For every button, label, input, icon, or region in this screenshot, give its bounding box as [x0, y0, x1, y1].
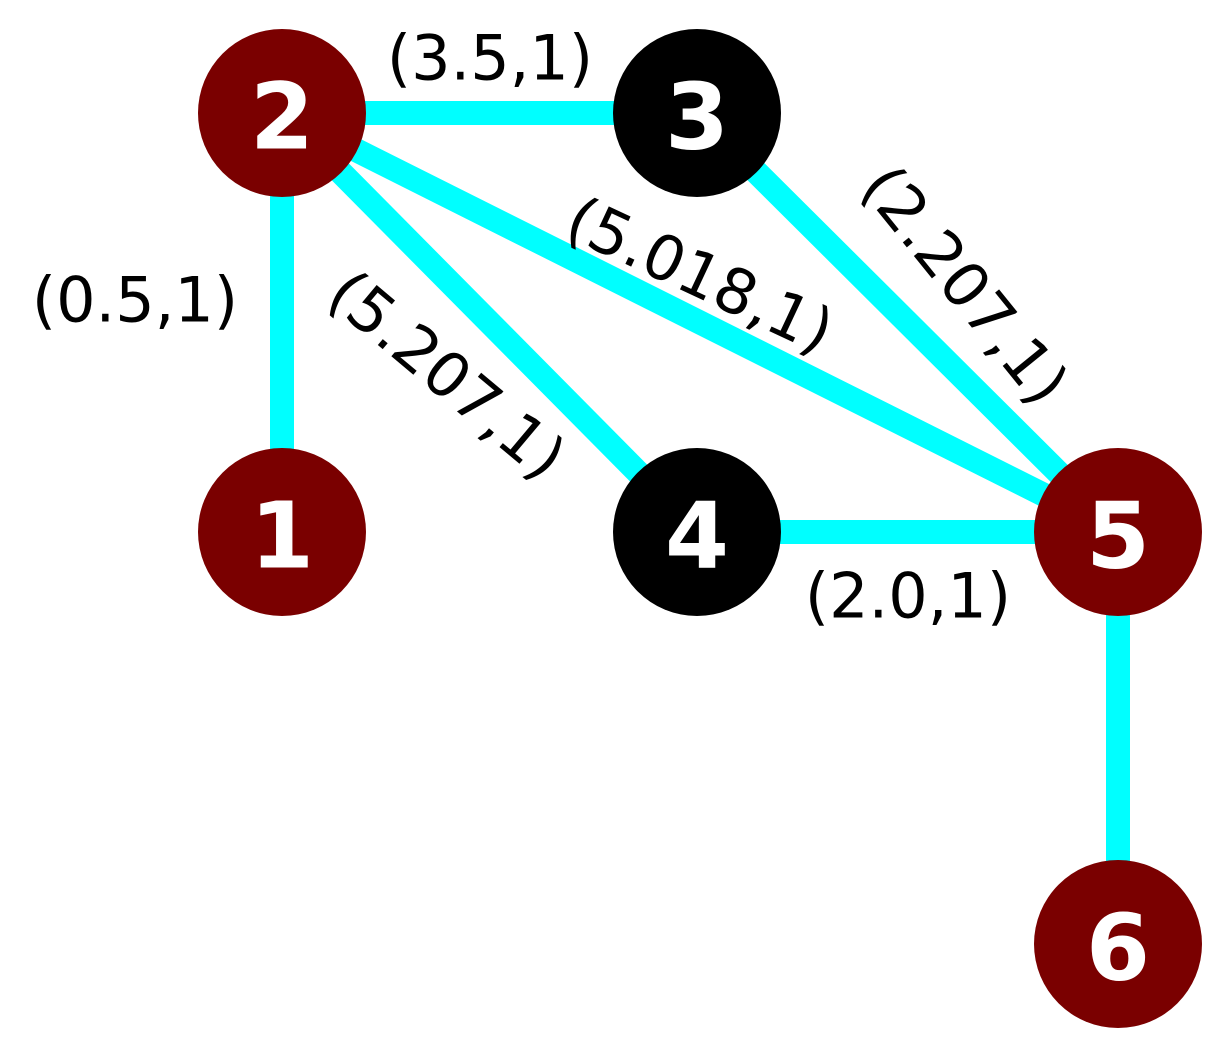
node-circle-6 — [1034, 860, 1202, 1028]
node-label-4: 4 — [665, 483, 729, 590]
edge-2-5 — [276, 102, 1124, 543]
node-circle-2 — [198, 29, 366, 197]
node-6: 6 — [1034, 860, 1202, 1028]
node-label-5: 5 — [1086, 483, 1150, 590]
edge-2-4 — [273, 104, 706, 541]
node-5: 5 — [1034, 448, 1202, 616]
node-layer: 1 2 3 4 5 6 — [198, 29, 1202, 1028]
node-2: 2 — [198, 29, 366, 197]
node-circle-1 — [198, 448, 366, 616]
node-circle-3 — [613, 29, 781, 197]
edge-label-2-3: (3.5,1) — [387, 22, 593, 95]
node-label-6: 6 — [1086, 895, 1150, 1002]
edge-3-5 — [688, 104, 1127, 541]
node-1: 1 — [198, 448, 366, 616]
node-label-1: 1 — [250, 483, 314, 590]
node-label-2: 2 — [250, 64, 314, 171]
node-3: 3 — [613, 29, 781, 197]
node-circle-5 — [1034, 448, 1202, 616]
node-label-3: 3 — [665, 64, 729, 171]
node-circle-4 — [613, 448, 781, 616]
edge-label-4-5: (2.0,1) — [805, 560, 1011, 633]
node-4: 4 — [613, 448, 781, 616]
edge-label-2-1: (0.5,1) — [32, 264, 238, 337]
